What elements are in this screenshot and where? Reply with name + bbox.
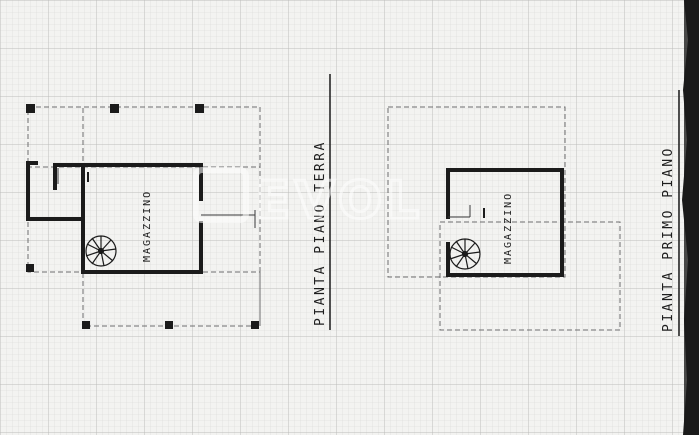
watermark-text: EVOL — [255, 171, 423, 231]
first-floor-spiral-stair — [449, 238, 481, 270]
ground-floor-plan: MAGAZZINO — [26, 104, 261, 329]
scan-edge-tear — [682, 0, 699, 435]
watermark-logo — [193, 167, 249, 223]
ground-floor-columns — [26, 104, 259, 329]
watermark: EVOL — [193, 167, 423, 233]
ground-floor-walls — [26, 161, 203, 274]
first-floor-walls — [446, 168, 564, 277]
ground-floor-title: PIANTA PIANO TERRA — [313, 140, 328, 326]
first-floor-door — [448, 205, 471, 218]
ground-floor-spiral-stair — [85, 235, 117, 267]
ground-floor-room-label: MAGAZZINO — [142, 190, 153, 262]
first-floor-plan: MAGAZZINO — [387, 106, 621, 331]
first-floor-title: PIANTA PRIMO PIANO — [661, 146, 676, 332]
first-floor-room-label: MAGAZZINO — [503, 192, 514, 264]
